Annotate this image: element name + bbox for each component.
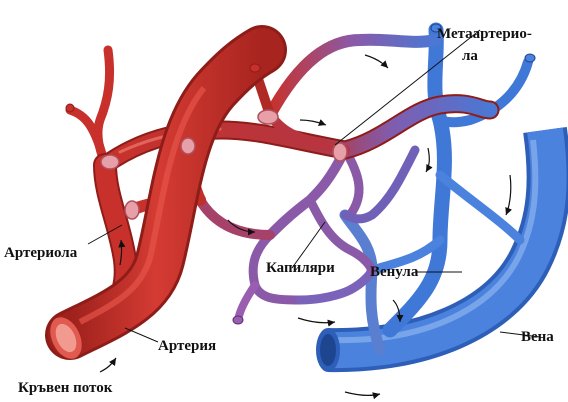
flow-arrow: [297, 317, 336, 327]
precapillary-sphincters: [100, 109, 348, 220]
flow-arrow: [364, 54, 389, 69]
flow-arrow: [118, 239, 126, 266]
label-arteriole: Артериола: [4, 245, 78, 261]
flow-arrow: [392, 299, 404, 323]
flow-arrow: [99, 357, 117, 373]
flow-arrow: [505, 174, 513, 216]
label-venule: Венула: [370, 264, 419, 280]
label-capillaries: Капиляри: [266, 260, 335, 276]
label-vein: Вена: [521, 329, 554, 345]
vein: [316, 126, 568, 373]
leader-lines: [87, 29, 541, 343]
vessel-stubs: [65, 23, 536, 325]
flow-arrow: [344, 391, 381, 400]
capillaries: [195, 33, 442, 324]
flow-arrow: [227, 219, 256, 236]
label-artery: Артерия: [158, 338, 216, 354]
artery: [45, 25, 287, 360]
label-metaarteriole-line1: Метаартерио-: [437, 26, 532, 42]
flow-arrows: [99, 54, 513, 400]
flow-arrow: [425, 147, 433, 173]
label-metaarteriole-line2: ла: [462, 48, 478, 64]
flow-arrow: [299, 119, 327, 126]
label-blood-flow: Кръвен поток: [18, 380, 113, 396]
labels: Метаартерио- ла Артериола Капиляри Венул…: [4, 26, 554, 396]
